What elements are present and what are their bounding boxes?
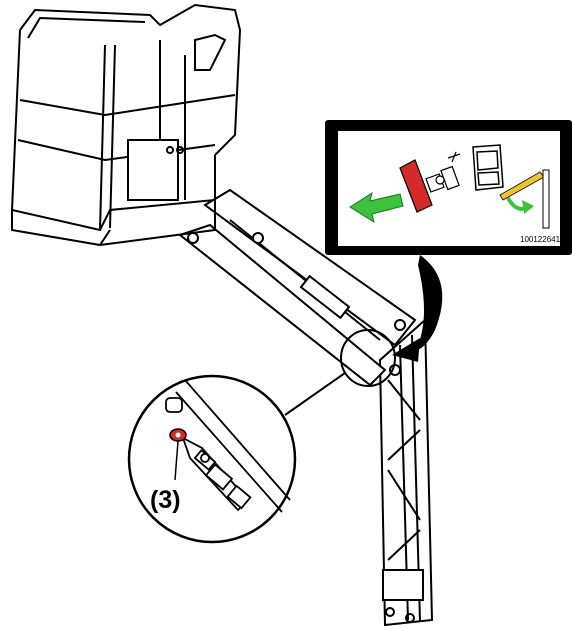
black-curved-arrow-icon: [392, 255, 443, 362]
decal-arrow-left-icon: [349, 191, 404, 224]
green-curved-arrow-icon: [506, 196, 534, 214]
boom-arm: [177, 188, 417, 387]
callout-label: (3): [150, 486, 181, 514]
decal-part-number: 1001226413_A: [520, 235, 572, 244]
small-detail-ring: [340, 329, 396, 387]
red-plug-icon: [399, 159, 433, 213]
detail-contents: [165, 379, 291, 513]
valve-fitting-icon: [181, 436, 252, 512]
work-platform-basket: [10, 3, 242, 247]
valve-fitting-icon: [425, 151, 461, 193]
yellow-bar-icon: [499, 169, 550, 229]
callout-leader: [174, 440, 179, 481]
platform-icon: [472, 144, 504, 191]
warning-decal: 1001226413_A: [325, 120, 572, 255]
detail-magnifier: (3): [127, 329, 396, 544]
vertical-mast: [378, 317, 434, 627]
detail-leader-line: [284, 372, 346, 416]
